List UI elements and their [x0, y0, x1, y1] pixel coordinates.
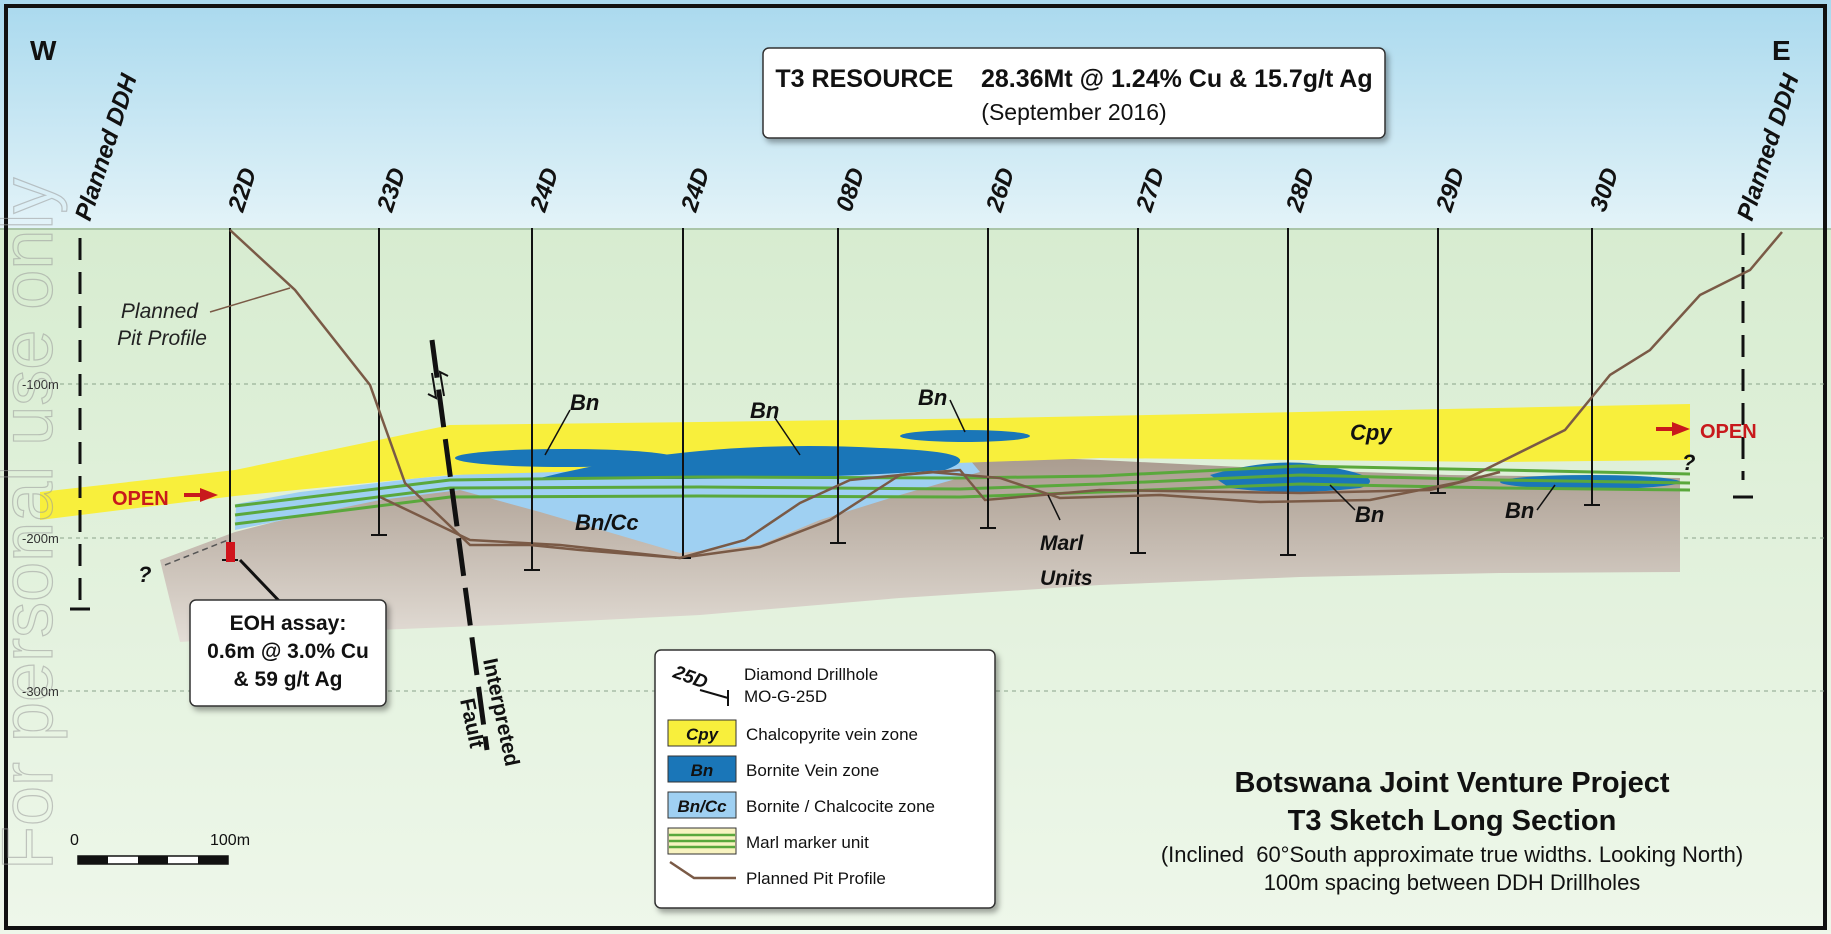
bn-lens-2	[540, 446, 961, 479]
legend-swatch-bncc	[667, 791, 737, 819]
depth-label-300: -300m	[22, 684, 59, 699]
title-block: Botswana Joint Venture Project T3 Sketch…	[1161, 767, 1743, 895]
pit-leader	[209, 287, 291, 313]
open-arrow-west	[184, 488, 218, 502]
legend-label-bncc: Bornite / Chalcocite zone	[746, 797, 935, 816]
open-label-west: OPEN	[112, 488, 169, 510]
eoh-line-2: 0.6m @ 3.0% Cu	[207, 640, 369, 663]
question-west: ?	[138, 562, 151, 587]
scale-start: 0	[70, 832, 79, 849]
legend-drillhole-text-1: Diamond Drillhole	[744, 665, 878, 684]
marl-units-label-1: Marl	[1040, 532, 1084, 555]
title-line-2: T3 Sketch Long Section	[1288, 805, 1617, 837]
marl-units-label-2: Units	[1040, 567, 1093, 590]
title-line-4: 100m spacing between DDH Drillholes	[1264, 870, 1641, 895]
legend: 25D Diamond Drillhole MO-G-25D Cpy Chalc…	[654, 649, 996, 909]
depth-label-200: -200m	[22, 531, 59, 546]
unknown-extension	[164, 539, 229, 566]
open-label-east: OPEN	[1700, 421, 1757, 443]
legend-label-pit: Planned Pit Profile	[746, 869, 886, 888]
bn-label-2: Bn	[750, 398, 779, 423]
title-line-1: Botswana Joint Venture Project	[1234, 767, 1669, 799]
legend-label-marl: Marl marker unit	[746, 833, 869, 852]
title-line-3: (Inclined 60°South approximate true widt…	[1161, 842, 1743, 867]
legend-label-cpy: Chalcopyrite vein zone	[746, 725, 918, 744]
east-label: E	[1772, 35, 1791, 66]
planned-pit-profile-line	[229, 229, 1783, 560]
fault-arrows	[427, 370, 449, 400]
legend-swatch-bn-text: Bn	[691, 761, 714, 780]
legend-drillhole-line	[699, 689, 729, 699]
bn-label-3: Bn	[918, 385, 947, 410]
legend-drillhole-text-2: MO-G-25D	[744, 687, 827, 706]
west-label: W	[30, 35, 57, 66]
open-arrow-east	[1656, 422, 1690, 436]
legend-label-bn: Bornite Vein zone	[746, 761, 879, 780]
eoh-assay-box: EOH assay: 0.6m @ 3.0% Cu & 59 g/t Ag	[189, 558, 387, 707]
resource-box: T3 RESOURCE 28.36Mt @ 1.24% Cu & 15.7g/t…	[762, 47, 1386, 139]
depth-label-100: -100m	[22, 377, 59, 392]
legend-swatch-bn	[667, 755, 737, 783]
bn-lens-3	[900, 430, 1030, 442]
scale-end: 100m	[210, 832, 250, 849]
legend-swatch-cpy-text: Cpy	[686, 725, 720, 744]
interpreted-fault-line	[429, 339, 490, 751]
legend-swatch-cpy	[667, 719, 737, 747]
resource-line-2: (September 2016)	[981, 99, 1166, 125]
bn-leaders	[544, 399, 1556, 521]
bn-label-4: Bn	[1355, 502, 1384, 527]
frame	[4, 4, 1827, 930]
pit-profile-label-1: Planned	[121, 300, 199, 323]
eoh-marker	[226, 542, 235, 562]
watermark: For personal use only	[0, 178, 68, 870]
pit-profile-label-2: Pit Profile	[117, 327, 207, 350]
question-east: ?	[1682, 450, 1695, 475]
scale-bar: 0 100m	[70, 832, 250, 865]
bn-cc-label: Bn/Cc	[575, 510, 639, 535]
eoh-line-3: & 59 g/t Ag	[234, 668, 343, 691]
bn-label-1: Bn	[570, 390, 599, 415]
resource-line-1: T3 RESOURCE 28.36Mt @ 1.24% Cu & 15.7g/t…	[775, 65, 1372, 93]
eoh-line-1: EOH assay:	[230, 612, 347, 635]
bn-label-5: Bn	[1505, 498, 1534, 523]
cpy-label: Cpy	[1350, 420, 1393, 445]
legend-swatch-bncc-text: Bn/Cc	[677, 797, 727, 816]
legend-pit-line	[669, 860, 736, 880]
